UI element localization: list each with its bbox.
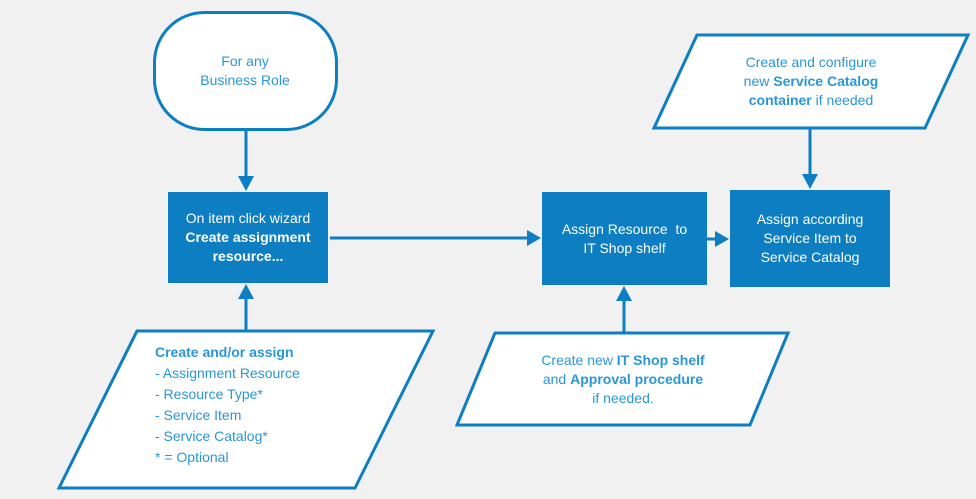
arrow-create-shelf-to-assign-resource: [616, 286, 632, 333]
assign-resource-node-shape: [542, 192, 707, 285]
catalog-line-2-regular: new: [743, 73, 774, 89]
catalog-line-2-bold: Service Catalog: [773, 73, 879, 89]
start-line-1: For any: [221, 52, 269, 69]
catalog-line-2: new Service Catalog: [654, 72, 968, 91]
catalog-container-node-shape: [651, 33, 971, 130]
create-shelf-line-3: if needed.: [592, 389, 654, 406]
create-shelf-node-label: Create new IT Shop shelf and Approval pr…: [477, 333, 769, 425]
catalog-line-1: Create and configure: [745, 54, 877, 70]
assign-resource-line-1: Assign Resource to: [561, 220, 688, 237]
arrow-catalog-container-to-assign-service: [802, 129, 818, 189]
assign-service-line-1: Assign according: [756, 211, 864, 227]
catalog-line-3: container if needed: [654, 91, 968, 110]
catalog-line-3-bold: container: [748, 92, 812, 108]
arrow-create-assign-to-wizard: [238, 284, 254, 331]
create-shelf-node-shape: [454, 331, 791, 427]
wizard-node-shape: [168, 192, 328, 283]
create-assign-item-5: * = Optional: [155, 449, 229, 465]
create-shelf-line-2-bold: Approval procedure: [570, 370, 704, 387]
create-shelf-line-1-bold: IT Shop shelf: [616, 351, 705, 368]
arrow-wizard-to-assign-resource: [330, 230, 541, 246]
catalog-container-node-label: Create and configure new Service Catalog…: [654, 35, 968, 128]
catalog-line-3-regular: if needed: [811, 92, 874, 108]
start-line-2: Business Role: [200, 71, 290, 88]
arrow-assign-resource-to-assign-service: [707, 231, 729, 247]
arrow-start-to-wizard: [238, 131, 254, 191]
assign-service-node-shape: [730, 190, 890, 287]
create-assign-header: Create and/or assign: [155, 344, 294, 360]
create-shelf-line-1-regular: Create new: [541, 351, 617, 368]
assign-service-line-2: Service Item to: [763, 230, 857, 246]
assign-service-node-label: Assign according Service Item to Service…: [730, 190, 890, 287]
create-shelf-line-2: and Approval procedure: [477, 370, 769, 389]
create-shelf-line-1: Create new IT Shop shelf: [477, 351, 769, 370]
wizard-node-label: On item click wizard Create assignment r…: [168, 192, 328, 283]
create-assign-item-3: - Service Item: [155, 407, 242, 423]
wizard-line-2: Create assignment: [185, 229, 311, 245]
assign-service-line-3: Service Catalog: [760, 249, 860, 265]
create-assign-node-label: Create and/or assign - Assignment Resour…: [155, 342, 405, 468]
create-assign-item-1: - Assignment Resource: [155, 365, 300, 381]
start-node-shape: [153, 11, 338, 131]
assign-resource-line-2: IT Shop shelf: [583, 239, 666, 256]
assign-resource-node-label: Assign Resource to IT Shop shelf: [542, 192, 707, 285]
create-assign-item-2: - Resource Type*: [155, 386, 263, 402]
create-shelf-line-2-regular: and: [542, 370, 571, 387]
create-assign-item-4: - Service Catalog*: [155, 428, 268, 444]
start-node-label: For any Business Role: [154, 12, 336, 129]
wizard-line-1: On item click wizard: [185, 210, 311, 226]
create-assign-node-shape: [56, 329, 436, 490]
wizard-line-3: resource...: [212, 248, 284, 264]
